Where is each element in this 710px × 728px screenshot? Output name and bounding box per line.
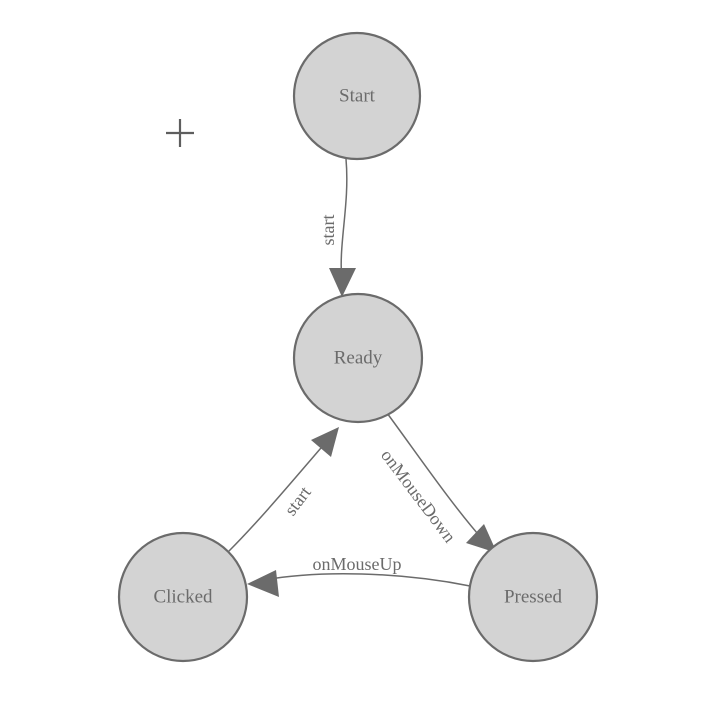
edge-label-clicked-to-ready: start bbox=[280, 482, 315, 519]
edge-pressed-to-clicked-path bbox=[263, 573, 471, 587]
edge-pressed-to-clicked[interactable]: onMouseUp bbox=[247, 554, 471, 597]
node-clicked-circle[interactable] bbox=[117, 531, 249, 663]
node-pressed[interactable]: Pressed bbox=[467, 531, 599, 663]
edge-start-to-ready-path bbox=[340, 158, 348, 282]
edge-label-pressed-to-clicked: onMouseUp bbox=[313, 554, 402, 574]
node-ready-circle[interactable] bbox=[292, 292, 424, 424]
edge-clicked-to-ready-path bbox=[228, 440, 328, 552]
node-ready-label: Ready bbox=[334, 347, 383, 368]
edge-ready-to-pressed-arrowhead bbox=[466, 524, 497, 553]
edge-pressed-to-clicked-arrowhead bbox=[247, 570, 279, 597]
edge-start-to-ready[interactable]: start bbox=[318, 158, 356, 297]
node-clicked-label: Clicked bbox=[153, 586, 213, 607]
edge-clicked-to-ready[interactable]: start bbox=[228, 427, 339, 552]
node-ready[interactable]: Ready bbox=[292, 292, 424, 424]
plus-crosshair-icon[interactable] bbox=[166, 119, 194, 147]
node-pressed-circle[interactable] bbox=[467, 531, 599, 663]
edge-ready-to-pressed[interactable]: onMouseDown bbox=[377, 412, 497, 553]
edge-start-to-ready-arrowhead bbox=[329, 268, 356, 297]
node-start-circle[interactable] bbox=[292, 31, 422, 161]
node-clicked[interactable]: Clicked bbox=[117, 531, 249, 663]
edge-label-start-to-ready: start bbox=[318, 215, 338, 246]
node-start[interactable]: Start bbox=[292, 31, 422, 161]
edge-ready-to-pressed-path bbox=[386, 412, 485, 542]
node-pressed-label: Pressed bbox=[504, 586, 563, 607]
edge-clicked-to-ready-arrowhead bbox=[311, 427, 339, 457]
node-start-label: Start bbox=[339, 85, 376, 106]
